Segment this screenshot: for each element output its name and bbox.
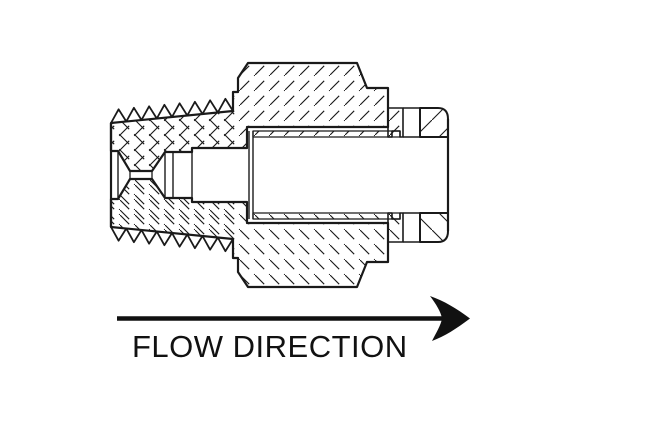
ferrule [387,107,404,138]
flow-arrow [117,296,470,341]
flow-arrowhead-icon [430,296,470,341]
crosshatch-overlay [111,63,236,287]
flow-direction-label: FLOW DIRECTION [132,329,408,364]
tube-sleeve-wall [252,130,401,138]
nut-flange [419,107,449,138]
bore-silhouette-edges [109,119,450,231]
